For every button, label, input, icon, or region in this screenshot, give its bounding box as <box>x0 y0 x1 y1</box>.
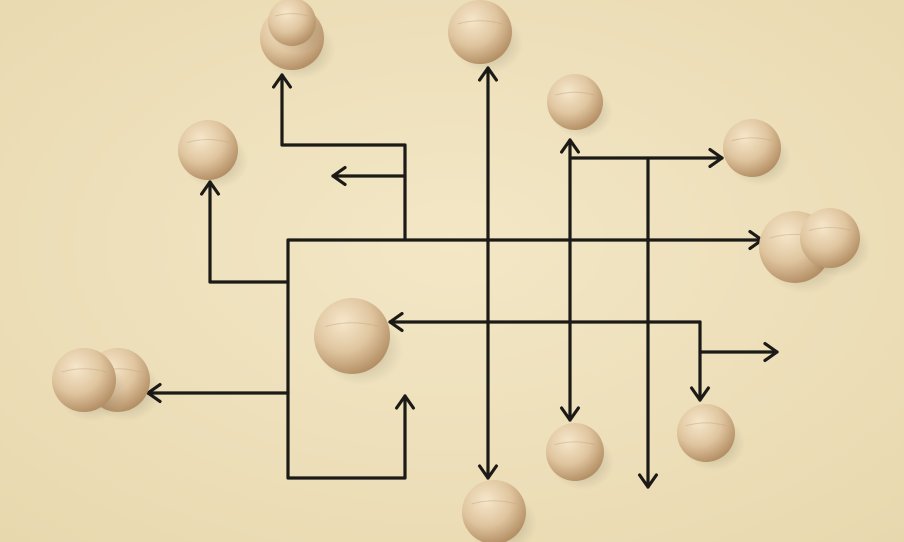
arrowhead-right-icon <box>763 342 779 362</box>
arrowhead-down-icon <box>637 473 659 489</box>
drawn-line <box>208 180 290 284</box>
wood-grain <box>471 500 517 505</box>
arrowhead-up-icon <box>395 394 415 410</box>
arrowhead-down-icon <box>478 464 498 480</box>
wood-grain <box>554 441 596 446</box>
wood-grain <box>275 13 309 17</box>
wood-grain <box>457 20 503 25</box>
arrowhead-right-icon <box>708 148 724 168</box>
drawn-line <box>280 73 407 240</box>
arrowhead-left-icon <box>331 166 347 186</box>
arrowhead-left-icon <box>388 312 404 332</box>
wooden-pawn <box>52 348 116 412</box>
wood-grain <box>186 139 230 143</box>
arrowhead-down-icon <box>559 406 581 422</box>
wooden-pawn <box>677 404 735 462</box>
drawn-line <box>286 238 764 395</box>
wooden-pawn <box>268 0 316 46</box>
wood-grain <box>61 368 107 373</box>
wooden-pawn <box>178 120 238 180</box>
wood-grain <box>325 322 379 327</box>
wooden-pawn <box>448 0 512 64</box>
arrowhead-down-icon <box>689 386 711 402</box>
wood-grain <box>808 227 852 231</box>
wooden-pawn <box>800 208 860 268</box>
drawn-line <box>286 391 407 480</box>
wooden-pawn <box>462 480 526 542</box>
wooden-pawn <box>546 423 604 481</box>
wood-grain <box>555 91 595 96</box>
wood-grain <box>731 137 773 142</box>
wooden-pawn <box>723 119 781 177</box>
wooden-pawns <box>52 0 871 542</box>
wooden-pawn <box>547 74 603 130</box>
arrowhead-up-icon <box>559 138 581 154</box>
wood-grain <box>685 422 727 427</box>
wooden-pawn <box>314 298 390 374</box>
